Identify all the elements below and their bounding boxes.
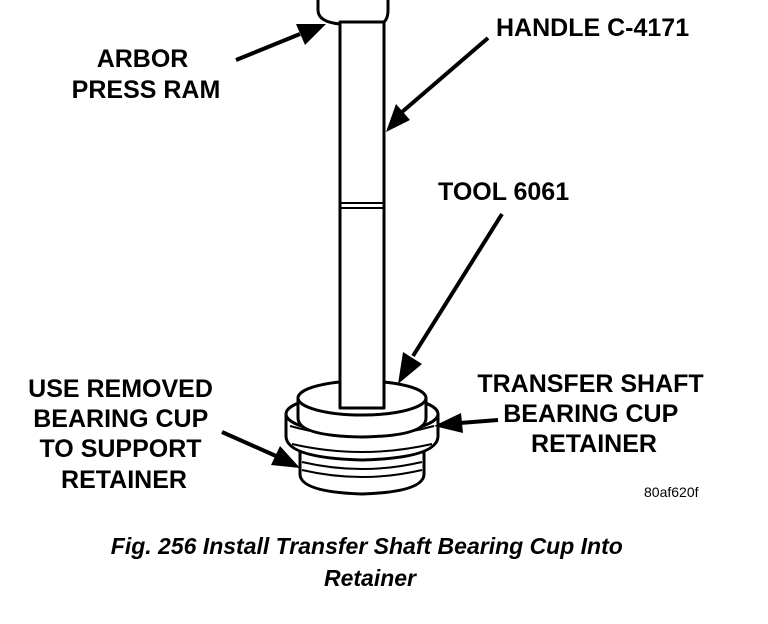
leader-tool [398, 212, 504, 384]
leader-arbor [235, 24, 326, 62]
label-use-removed-cup: USE REMOVED BEARING CUP TO SUPPORT RETAI… [28, 375, 220, 494]
label-line: BEARING CUP [33, 405, 208, 433]
label-line: PRESS RAM [72, 76, 221, 104]
leader-handle [386, 36, 490, 132]
label-line: RETAINER [531, 430, 657, 458]
arbor-press-ram [316, 0, 390, 26]
label-arbor-press-ram: ARBOR PRESS RAM [72, 45, 221, 104]
label-line: HANDLE C-4171 [496, 14, 689, 42]
figure-caption: Fig. 256 Install Transfer Shaft Bearing … [111, 533, 629, 591]
label-handle: HANDLE C-4171 [496, 14, 689, 42]
caption-line: Fig. 256 Install Transfer Shaft Bearing … [111, 533, 623, 559]
label-line: RETAINER [61, 466, 187, 494]
label-line: TO SUPPORT [39, 435, 201, 463]
label-retainer: TRANSFER SHAFT BEARING CUP RETAINER [477, 370, 710, 458]
tool-assembly [284, 0, 440, 496]
figure-code: 80af620f [644, 484, 699, 500]
caption-line: Retainer [324, 565, 417, 591]
label-line: TOOL 6061 [438, 178, 569, 206]
leader-support-cup [221, 430, 300, 468]
handle-c-4171 [338, 20, 386, 410]
label-line: ARBOR [97, 45, 189, 73]
support-bearing-cup [298, 450, 426, 496]
label-line: TRANSFER SHAFT [477, 370, 703, 398]
leader-retainer [434, 413, 499, 433]
label-line: USE REMOVED [28, 375, 213, 403]
label-line: BEARING CUP [503, 400, 678, 428]
label-tool: TOOL 6061 [438, 178, 569, 206]
